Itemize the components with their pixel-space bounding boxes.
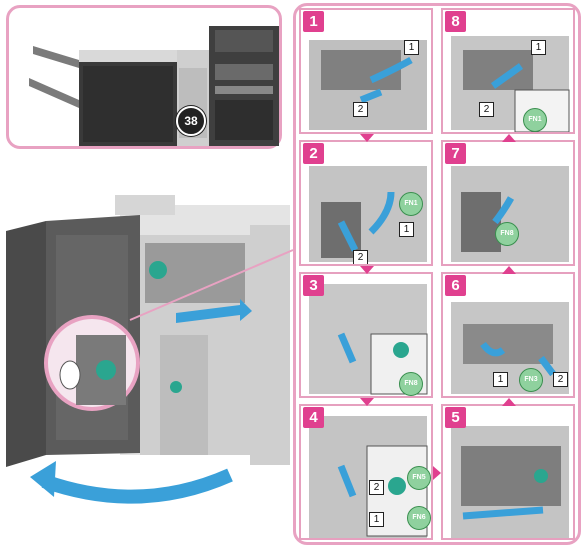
callout-label: 2 [353,250,368,264]
step-1-illustration [309,40,427,130]
fn-lever-label: FN8 [495,222,519,246]
step-6-illustration [451,302,569,394]
step-3-illustration [309,284,428,395]
arrow-down-icon [360,398,374,406]
finisher-open-door-illustration [6,195,290,504]
step-panel-1: 1 1 2 [299,8,433,134]
step-number: 4 [303,407,324,428]
arrow-up-icon [502,398,516,406]
callout-label: 2 [369,480,384,495]
step-number: 1 [303,11,324,32]
arrow-right-icon [433,466,441,480]
step-7-illustration [451,166,569,262]
step-panel-7: 7 FN8 [441,140,575,266]
callout-label: 2 [353,102,368,117]
arrow-down-icon [360,134,374,142]
step-panel-5: 5 [441,404,575,540]
step-panel-8: 8 1 2 FN1 [441,8,575,134]
step-number: 6 [445,275,466,296]
arrow-up-icon [502,134,516,142]
callout-label: 1 [531,40,546,55]
step-number: 5 [445,407,466,428]
callout-label: 2 [553,372,568,387]
step-number: 3 [303,275,324,296]
fn-lever-label: FN5 [407,466,431,490]
step-panel-6: 6 1 2 FN3 [441,272,575,398]
page-reference-badge: 38 [176,106,206,136]
step-5-illustration [451,426,569,538]
fn-lever-label: FN1 [523,108,547,132]
step-number: 7 [445,143,466,164]
callout-label: 1 [493,372,508,387]
arrow-up-icon [502,266,516,274]
step-panel-4: 4 2 1 FN5 FN6 [299,404,433,540]
callout-label: 1 [369,512,384,527]
callout-label: 1 [404,40,419,55]
fn-lever-label: FN6 [407,506,431,530]
callout-label: 2 [479,102,494,117]
callout-label: 1 [399,222,414,237]
arrow-down-icon [360,266,374,274]
fn-lever-label: FN3 [519,368,543,392]
fn-lever-label: FN8 [399,372,423,396]
step-number: 8 [445,11,466,32]
step-number: 2 [303,143,324,164]
finisher-overview-illustration [29,26,279,146]
step-panel-3: 3 FN8 [299,272,433,398]
step-panel-2: 2 FN1 1 2 [299,140,433,266]
steps-frame [293,3,581,545]
fn-lever-label: FN1 [399,192,423,216]
overview-inset: 38 [6,5,282,149]
